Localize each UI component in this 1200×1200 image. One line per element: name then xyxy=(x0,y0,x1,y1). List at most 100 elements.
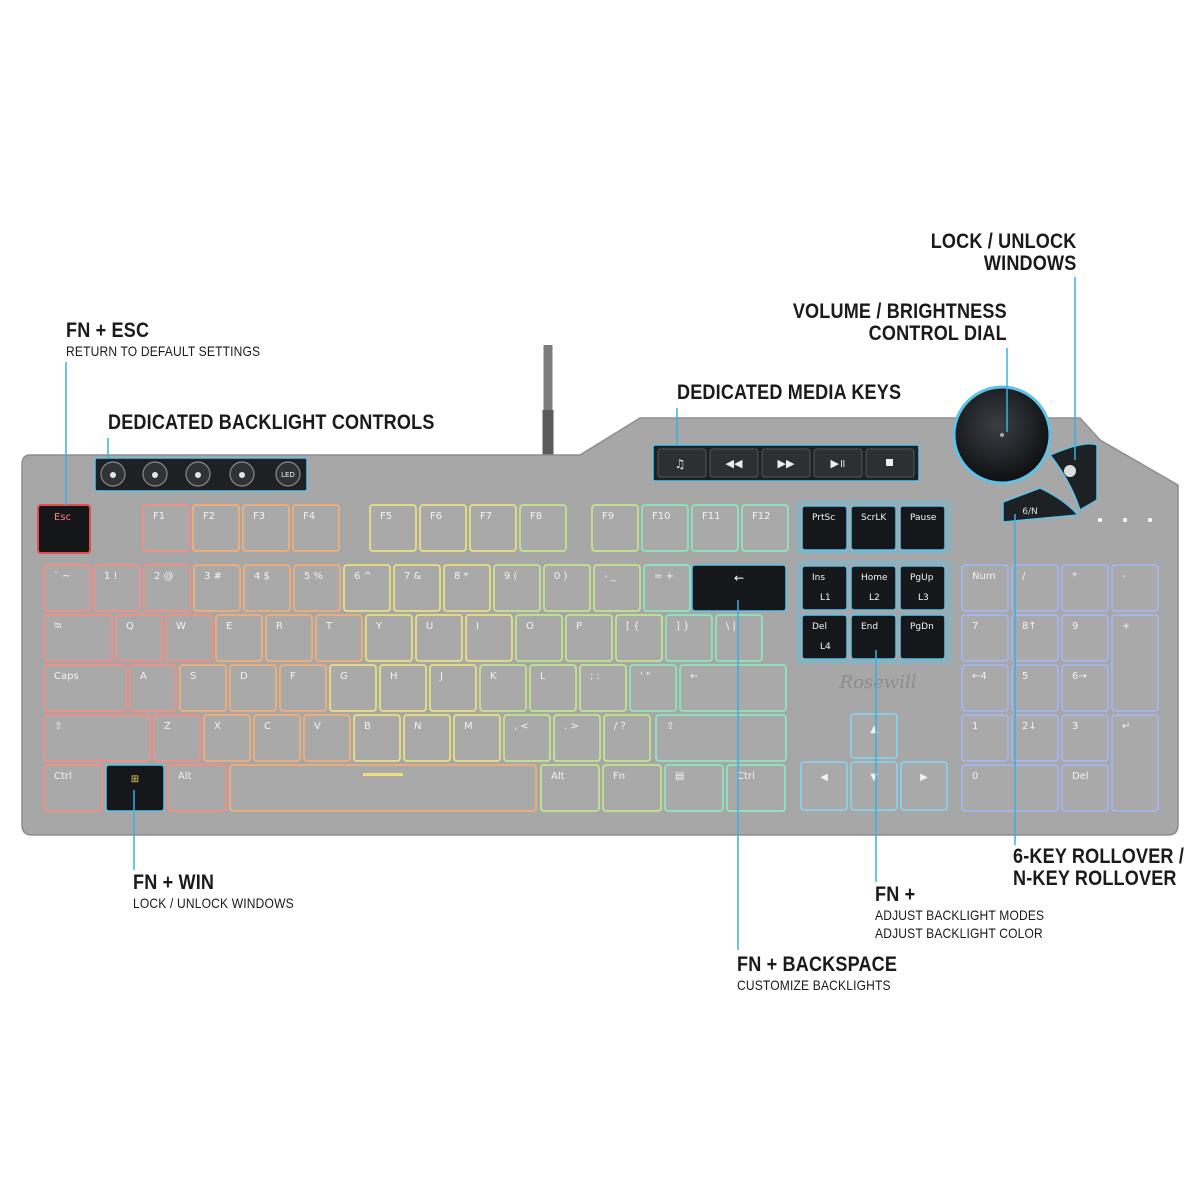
key-a-4: F xyxy=(279,664,327,712)
key-num-12-label: = + xyxy=(654,571,674,582)
key-a-11: ' " xyxy=(629,664,677,712)
key-rshift-label: ⇧ xyxy=(666,721,674,732)
key-pgup: PgUp xyxy=(899,565,946,611)
callout-lock: LOCK / UNLOCK WINDOWS xyxy=(907,231,1076,275)
key-f1: F1 xyxy=(142,504,190,552)
key-q-9-label: P xyxy=(576,621,582,632)
callout-lines xyxy=(65,277,1076,950)
esc-key xyxy=(37,504,91,554)
callout-backlight-title: DEDICATED BACKLIGHT CONTROLS xyxy=(108,411,435,434)
key-f4: F4 xyxy=(292,504,340,552)
callout-fn-backspace-title: FN + BACKSPACE xyxy=(737,953,898,976)
key-num-5-label: 5 xyxy=(1022,671,1028,682)
key-z-3-label: V xyxy=(314,721,321,732)
key-f5-label: F5 xyxy=(380,511,392,522)
layer-3: L3 xyxy=(918,593,929,603)
key-q-3-label: R xyxy=(276,621,283,632)
key-del: Del xyxy=(801,614,848,660)
key-prtsc-label: PrtSc xyxy=(812,513,835,523)
key-a-7: J xyxy=(429,664,477,712)
key-num-6-label: 6→ xyxy=(1072,671,1087,682)
key-menu: ▤ xyxy=(664,764,724,812)
key-q-1: W xyxy=(165,614,213,662)
callout-lock-title-1: LOCK / UNLOCK xyxy=(930,230,1076,253)
callout-fn-backspace: FN + BACKSPACE CUSTOMIZE BACKLIGHTS xyxy=(737,954,923,994)
key-lalt-label: Alt xyxy=(178,771,192,782)
key-fn: Fn xyxy=(602,764,662,812)
key-f1-label: F1 xyxy=(153,511,165,522)
callout-media-title: DEDICATED MEDIA KEYS xyxy=(677,381,902,404)
key-f5: F5 xyxy=(369,504,417,552)
key-q-7: I xyxy=(465,614,513,662)
key-num-3: 3 # xyxy=(193,564,241,612)
key-num-5: 5 xyxy=(1011,664,1059,712)
key-num-8: 8 * xyxy=(443,564,491,612)
led-label: LED xyxy=(281,471,295,479)
key-num-5-label: 5 % xyxy=(304,571,323,582)
key-ins: Ins xyxy=(801,565,848,611)
callout-fn-win: FN + WIN LOCK / UNLOCK WINDOWS xyxy=(133,872,320,912)
key-z-0-label: Z xyxy=(164,721,171,732)
key-num-11-label: - _ xyxy=(604,571,617,582)
key-num-9: 9 xyxy=(1061,614,1109,662)
key-num-mul: * xyxy=(1061,564,1109,612)
key-f6-label: F6 xyxy=(430,511,442,522)
key-lshift: ⇧ xyxy=(43,714,151,762)
key-z-2-label: C xyxy=(264,721,271,732)
key-num-add-label: + xyxy=(1122,621,1130,632)
windows-icon: ⊞ xyxy=(131,774,139,785)
key-f10: F10 xyxy=(641,504,689,552)
rollover-icon: 6/N xyxy=(1022,507,1038,517)
key-q-6-label: U xyxy=(426,621,433,632)
key-z-1: X xyxy=(203,714,251,762)
key-num-11: - _ xyxy=(593,564,641,612)
callout-fn-esc-title: FN + ESC xyxy=(66,319,150,342)
key-z-0: Z xyxy=(153,714,201,762)
key-num-add: + xyxy=(1111,614,1159,712)
key-f3: F3 xyxy=(242,504,290,552)
key-num-6: 6→ xyxy=(1061,664,1109,712)
key-num-div-label: / xyxy=(1022,571,1026,582)
music-icon: ♫ xyxy=(675,457,686,471)
key-scrlk-label: ScrLK xyxy=(861,513,887,523)
key-rctrl-label: Ctrl xyxy=(737,771,755,782)
key-tab-label: ⭾ xyxy=(54,621,62,632)
key-num-2: 2↓ xyxy=(1011,714,1059,762)
callout-fn-win-title: FN + WIN xyxy=(133,871,215,894)
key-a-6: H xyxy=(379,664,427,712)
key-num-0-label: 0 xyxy=(972,771,978,782)
key-pgup-label: PgUp xyxy=(910,573,934,583)
key-z-7: , < xyxy=(503,714,551,762)
arrow-down-label: ▼ xyxy=(870,772,878,783)
rollover-button xyxy=(1002,487,1080,523)
key-scrlk: ScrLK xyxy=(850,505,897,551)
callout-fn-backspace-sub: CUSTOMIZE BACKLIGHTS xyxy=(737,977,891,993)
layer-4: L4 xyxy=(820,642,831,652)
callout-fn-modes: FN + ADJUST BACKLIGHT MODES ADJUST BACKL… xyxy=(875,884,1072,942)
arrow-right-label: ▶ xyxy=(920,772,928,783)
windows-lock-icon xyxy=(1064,465,1076,477)
key-q-11: ] } xyxy=(665,614,713,662)
key-num-7-label: 7 & xyxy=(404,571,422,582)
key-z-4-label: B xyxy=(364,721,371,732)
callout-rollover-title-2: N-KEY ROLLOVER xyxy=(1013,867,1177,890)
key-win xyxy=(105,764,165,812)
key-q-5-label: Y xyxy=(375,621,383,632)
key-a-8: K xyxy=(479,664,527,712)
layer-2: L2 xyxy=(869,593,880,603)
key-q-1-label: W xyxy=(176,621,186,632)
key-f7-label: F7 xyxy=(480,511,492,522)
key-f2: F2 xyxy=(192,504,240,552)
key-num-2-label: 2 @ xyxy=(154,571,174,582)
key-num-8-label: 8↑ xyxy=(1022,621,1037,632)
key-f12-label: F12 xyxy=(752,511,770,522)
callout-fn-modes-title: FN + xyxy=(875,883,916,906)
key-menu-label: ▤ xyxy=(675,771,684,782)
key-num-4: ←4 xyxy=(961,664,1009,712)
callout-fn-esc: FN + ESC RETURN TO DEFAULT SETTINGS xyxy=(66,320,292,360)
key-num-enter-label: ↵ xyxy=(1122,721,1130,732)
key-num-6: 6 ^ xyxy=(343,564,391,612)
key-a-9-label: L xyxy=(540,671,546,682)
